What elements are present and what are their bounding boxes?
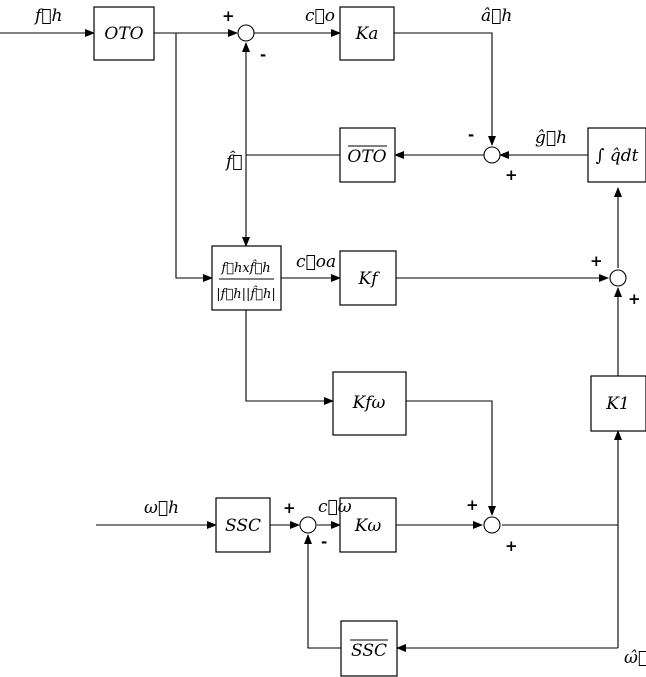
- block-kw: Kω: [339, 497, 397, 553]
- sign-sum1-minus: -: [260, 46, 266, 64]
- sum-junction-k1: [609, 269, 627, 287]
- sum-junction-gh: [483, 146, 501, 164]
- signal-gh-label: ĝ⃗h: [535, 128, 567, 148]
- signal-co-label: c⃗o: [305, 6, 335, 26]
- sum-junction-cw: [299, 516, 317, 534]
- block-ssc: SSC: [215, 497, 271, 553]
- block-ka-label: Ka: [355, 24, 379, 44]
- block-cross-product: f⃗hxf̂⃗h |f⃗h||f̂⃗h|: [211, 245, 282, 311]
- sum-junction-co: [237, 24, 255, 42]
- sum-junction-wout: [483, 516, 501, 534]
- block-kfw: Kfω: [332, 371, 407, 436]
- sign-sum1-plus: +: [222, 7, 235, 25]
- sign-sum4-plus: +: [283, 499, 296, 517]
- signal-fhat-label: f̂⃗: [224, 151, 243, 172]
- signal-wires: [0, 29, 622, 652]
- sign-sum3-plus-bottom: +: [628, 290, 641, 308]
- block-k1: K1: [590, 375, 646, 432]
- block-ssc-bar-label: SSC: [351, 641, 387, 661]
- block-cross-denominator: |f⃗h||f̂⃗h|: [216, 285, 276, 302]
- block-kw-label: Kω: [354, 516, 382, 536]
- sign-sum2-plus: +: [505, 166, 518, 184]
- wire-sscbar-to-sum4: [304, 534, 341, 649]
- block-oto-bar: OTO: [339, 127, 396, 183]
- block-ssc-label: SSC: [225, 516, 261, 536]
- block-cross-numerator: f⃗hxf̂⃗h: [220, 259, 270, 276]
- wire-oto-branch-down: [175, 33, 213, 282]
- block-kfw-label: Kfω: [352, 393, 386, 413]
- block-integrator: ∫ q̂dt: [587, 127, 646, 183]
- sign-sum3-plus-left: +: [590, 252, 603, 270]
- signal-wh-hat-label: ω̂⃗h: [624, 648, 646, 668]
- block-ssc-bar: SSC: [340, 620, 398, 677]
- signal-wh-input-label: ω⃗h: [144, 498, 179, 518]
- block-kf: Kf: [339, 250, 397, 306]
- signal-ah-label: â⃗h: [481, 6, 512, 26]
- sign-sum4-minus: -: [321, 533, 327, 551]
- wire-ka-out: [394, 32, 496, 146]
- block-kf-label: Kf: [358, 269, 381, 289]
- block-ka: Ka: [339, 6, 395, 61]
- block-oto: OTO: [93, 6, 155, 61]
- sign-sum2-minus: -: [468, 126, 474, 144]
- signal-coa-label: c⃗oa: [296, 252, 336, 272]
- block-oto-bar-label: OTO: [347, 147, 386, 167]
- signal-cw-label: c⃗ω: [318, 497, 352, 517]
- block-integrator-label: ∫ q̂dt: [596, 146, 639, 166]
- block-k1-label: K1: [605, 394, 630, 414]
- signal-fh-label: f⃗h: [33, 6, 62, 26]
- sign-sum5-plus-bottom: +: [505, 537, 518, 555]
- sign-sum5-plus-top: +: [466, 496, 479, 514]
- wire-cross-down-to-kfw: [245, 310, 334, 405]
- block-oto-label: OTO: [104, 24, 143, 44]
- wire-kfw-to-sum5: [406, 400, 496, 516]
